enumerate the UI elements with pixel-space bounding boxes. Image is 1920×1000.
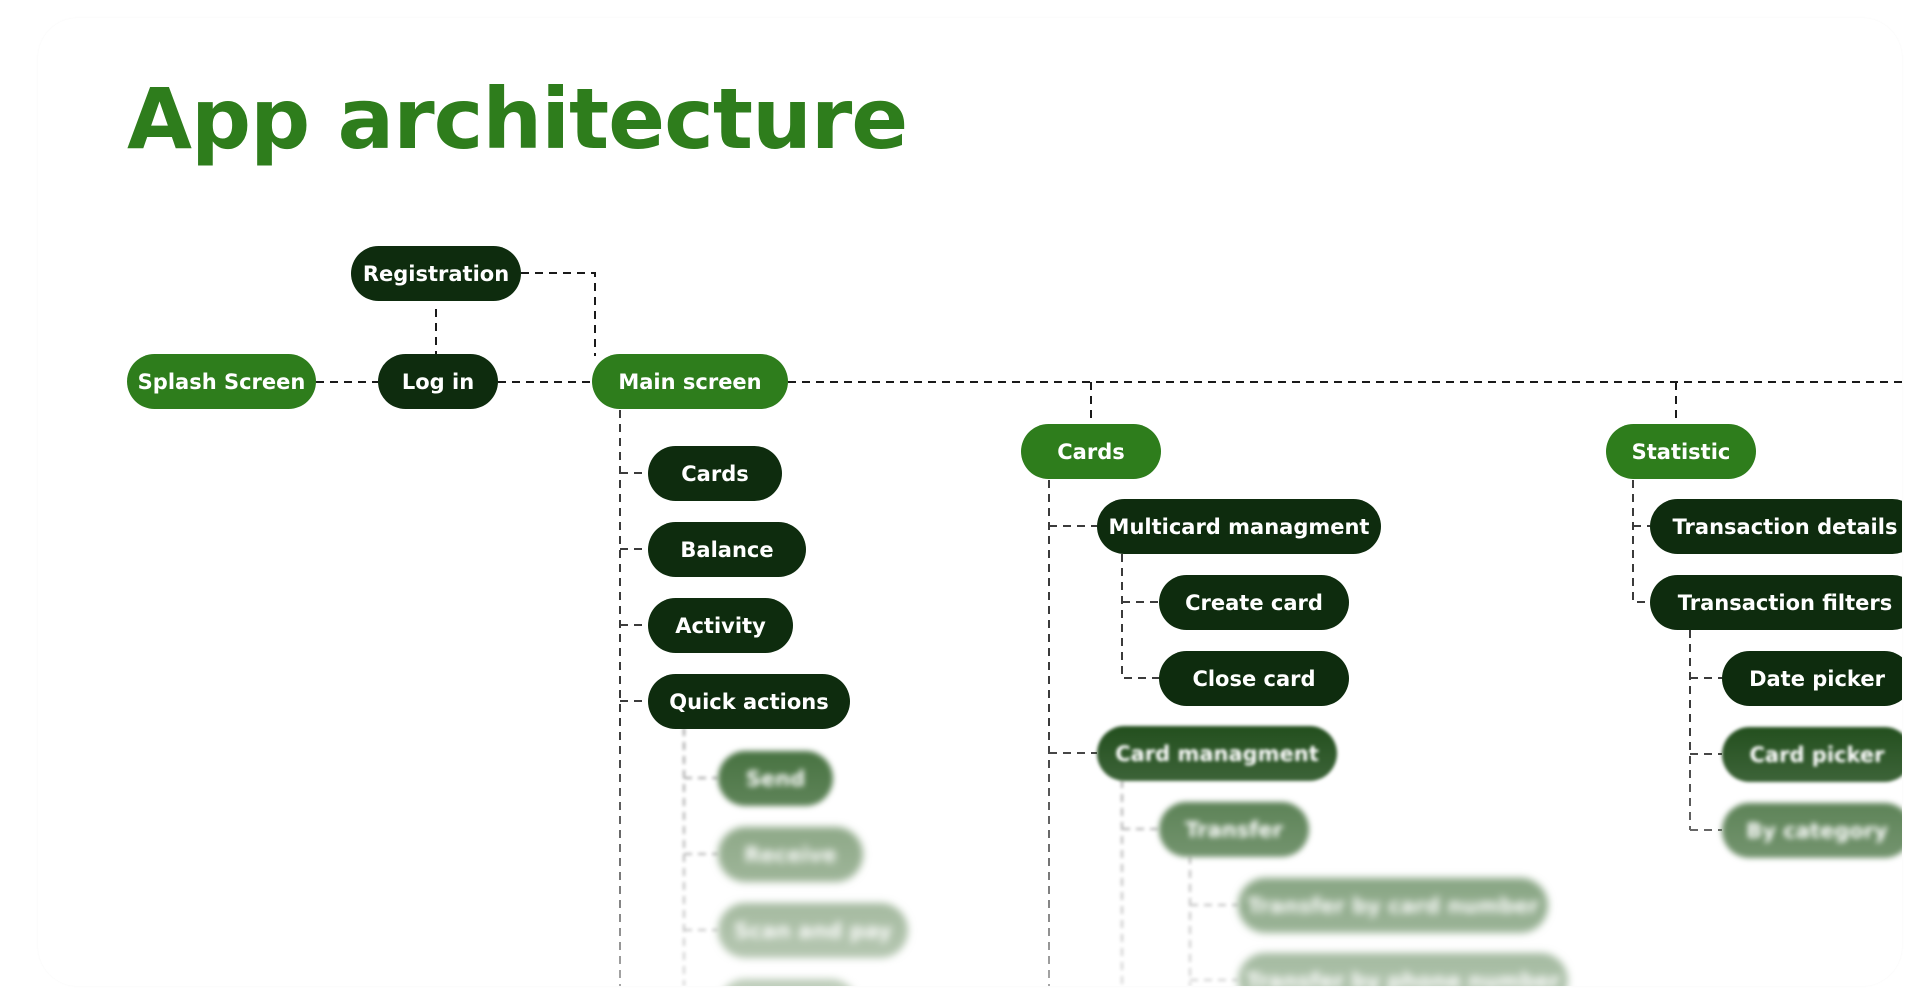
connector-statistic-children (1632, 480, 1650, 603)
node-transaction-filters[interactable]: Transaction filters (1650, 575, 1902, 630)
architecture-canvas: App architecture (38, 18, 1902, 986)
node-date-picker[interactable]: Date picker (1722, 651, 1902, 706)
node-transaction-details[interactable]: Transaction details (1650, 499, 1902, 554)
node-balance[interactable]: Balance (648, 522, 806, 577)
node-card-picker[interactable]: Card picker (1722, 727, 1902, 782)
node-splash-screen[interactable]: Splash Screen (127, 354, 316, 409)
connector-lines (316, 272, 1902, 986)
node-registration[interactable]: Registration (351, 246, 521, 301)
node-main-screen[interactable]: Main screen (592, 354, 788, 409)
node-statistic[interactable]: Statistic (1606, 424, 1756, 479)
page-title: App architecture (127, 70, 908, 168)
node-by-category[interactable]: By category (1722, 803, 1902, 858)
node-receive[interactable]: Receive (718, 827, 863, 882)
node-transfer-by-card-number[interactable]: Transfer by card number (1238, 878, 1548, 933)
node-multicard-management[interactable]: Multicard managment (1097, 499, 1381, 554)
node-transfer[interactable]: Transfer (1159, 802, 1309, 857)
connector-multicard-children (1121, 554, 1159, 679)
node-cards[interactable]: Cards (1021, 424, 1161, 479)
node-quick-actions[interactable]: Quick actions (648, 674, 850, 729)
node-card-management[interactable]: Card managment (1097, 726, 1337, 781)
node-create-card[interactable]: Create card (1159, 575, 1349, 630)
node-transfer-by-phone-number[interactable]: Transfer by phone number (1238, 953, 1568, 986)
connector-registration-main (521, 272, 596, 356)
node-close-card[interactable]: Close card (1159, 651, 1349, 706)
node-send[interactable]: Send (718, 751, 833, 806)
node-activity[interactable]: Activity (648, 598, 793, 653)
node-more-quick-actions (718, 979, 858, 986)
node-log-in[interactable]: Log in (378, 354, 498, 409)
node-main-cards[interactable]: Cards (648, 446, 782, 501)
node-scan-and-pay[interactable]: Scan and pay (718, 903, 908, 958)
